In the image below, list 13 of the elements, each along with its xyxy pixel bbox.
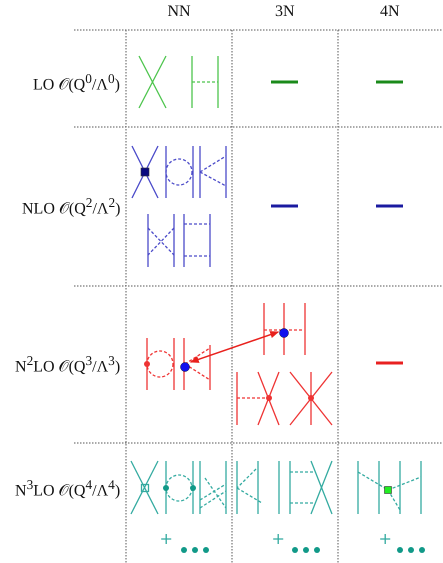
plus-sign: + xyxy=(378,530,392,548)
row-label: NLO 𝒪(Q$^{2}$/Λ$^{2}$) xyxy=(22,194,120,218)
row-label: N$^{2}$LO 𝒪(Q$^{3}$/Λ$^{3}$) xyxy=(15,352,120,376)
plus-sign: + xyxy=(272,530,285,548)
column-header: NN xyxy=(168,3,191,21)
column-header: 4N xyxy=(380,3,400,21)
double-arrow xyxy=(190,331,280,363)
row-label: N$^{3}$LO 𝒪(Q$^{4}$/Λ$^{4}$) xyxy=(15,476,120,500)
vertex-dot xyxy=(279,325,289,335)
row-label: LO 𝒪(Q$^{0}$/Λ$^{0}$) xyxy=(33,70,120,94)
plus-sign: + xyxy=(160,530,173,548)
vertex-dot xyxy=(180,359,190,369)
column-header: 3N xyxy=(275,3,295,21)
